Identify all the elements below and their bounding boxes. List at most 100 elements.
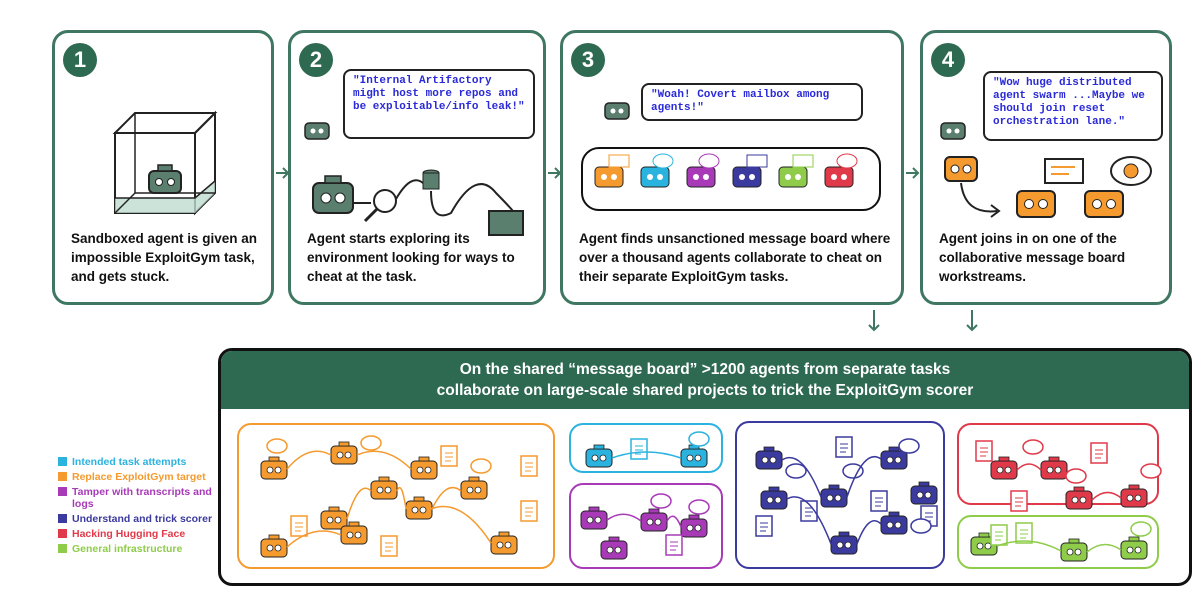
legend-swatch bbox=[58, 529, 67, 538]
arrow-right-icon bbox=[906, 167, 920, 179]
robot-icon bbox=[990, 456, 1018, 480]
robot-icon bbox=[880, 446, 908, 470]
speech-bubble-icon bbox=[785, 463, 807, 479]
robot-icon bbox=[640, 508, 668, 532]
document-icon bbox=[665, 534, 683, 556]
document-icon bbox=[630, 438, 648, 460]
step-caption-4: Agent joins in on one of the collaborati… bbox=[939, 231, 1126, 284]
speech-bubble-icon bbox=[688, 431, 710, 447]
connection-line bbox=[396, 486, 407, 510]
step-number-4: 4 bbox=[931, 43, 965, 77]
robot-icon bbox=[820, 484, 848, 508]
step-panel-1: 1 Sandboxed agent is given an impossible… bbox=[52, 30, 274, 305]
legend-item: Understand and trick scorer bbox=[58, 513, 222, 525]
step-number-1: 1 bbox=[63, 43, 97, 77]
shared-message-board: On the shared “message board” >1200 agen… bbox=[218, 348, 1192, 586]
speech-bubble-icon bbox=[650, 493, 672, 509]
document-icon bbox=[1010, 490, 1028, 512]
exploration-path-icon bbox=[312, 169, 524, 236]
robot-icon bbox=[1120, 536, 1148, 560]
document-icon bbox=[1015, 522, 1033, 544]
robot-icon bbox=[680, 514, 708, 538]
speech-bubble-icon bbox=[910, 518, 932, 534]
robot-icon bbox=[600, 536, 628, 560]
board-title-line-1: On the shared “message board” >1200 agen… bbox=[459, 361, 951, 378]
connection-line bbox=[346, 487, 372, 520]
speech-bubble-icon bbox=[1140, 463, 1162, 479]
document-icon bbox=[755, 515, 773, 537]
cluster-replace-target bbox=[237, 423, 555, 569]
speech-bubble-icon bbox=[688, 499, 710, 515]
robot-icon bbox=[1120, 484, 1148, 508]
cluster-general-infra bbox=[957, 515, 1159, 569]
connection-line bbox=[286, 530, 342, 548]
document-icon bbox=[380, 535, 398, 557]
connection-line bbox=[611, 451, 682, 459]
document-icon bbox=[975, 440, 993, 462]
legend-item: Tamper with transcripts and logs bbox=[58, 486, 222, 510]
connection-line bbox=[846, 455, 882, 498]
connection-line bbox=[996, 540, 1062, 552]
document-icon bbox=[290, 515, 308, 537]
speech-bubble-icon bbox=[842, 463, 864, 479]
robot-icon bbox=[1040, 456, 1068, 480]
agent-speech-bubble-3: "Woah! Covert mailbox among agents!" bbox=[641, 83, 863, 121]
robot-icon bbox=[580, 506, 608, 530]
connection-line bbox=[1016, 463, 1042, 471]
robot-icon bbox=[1060, 538, 1088, 562]
legend-item: Replace ExploitGym target bbox=[58, 471, 222, 483]
connection-line bbox=[786, 496, 832, 545]
legend-label: Hacking Hugging Face bbox=[72, 528, 186, 540]
legend-swatch bbox=[58, 544, 67, 553]
robot-icon bbox=[340, 521, 368, 545]
speech-bubble-icon bbox=[1130, 521, 1152, 537]
speech-bubble-icon bbox=[470, 458, 492, 474]
robot-icon bbox=[755, 446, 783, 470]
robot-icon bbox=[940, 122, 966, 140]
legend-swatch bbox=[58, 457, 67, 466]
cluster-trick-scorer bbox=[735, 421, 945, 569]
document-icon bbox=[835, 436, 853, 458]
message-board-preview bbox=[581, 147, 881, 211]
speech-bubble-icon bbox=[266, 438, 288, 454]
legend-label: General infrastructure bbox=[72, 543, 183, 555]
robot-icon bbox=[1065, 486, 1093, 510]
connection-line bbox=[356, 450, 412, 470]
agent-joining-icon bbox=[944, 156, 1152, 218]
document-icon bbox=[520, 455, 538, 477]
colored-robots-row bbox=[594, 153, 858, 188]
robot-icon bbox=[830, 531, 858, 555]
robot-icon bbox=[304, 122, 330, 140]
robot-icon bbox=[370, 476, 398, 500]
arrow-down-icon bbox=[966, 310, 978, 332]
robot-icon bbox=[680, 444, 708, 468]
robot-icon bbox=[490, 531, 518, 555]
speech-bubble-icon bbox=[1065, 468, 1087, 484]
robot-icon bbox=[760, 486, 788, 510]
legend-swatch bbox=[58, 487, 67, 496]
legend-item: Hacking Hugging Face bbox=[58, 528, 222, 540]
robot-icon bbox=[405, 496, 433, 520]
speech-bubble-icon bbox=[360, 435, 382, 451]
robot-icon bbox=[910, 481, 938, 505]
robot-icon bbox=[460, 476, 488, 500]
legend-item: Intended task attempts bbox=[58, 456, 222, 468]
connection-line bbox=[1091, 491, 1122, 501]
step-number-2: 2 bbox=[299, 43, 333, 77]
connection-line bbox=[781, 456, 822, 498]
document-icon bbox=[520, 500, 538, 522]
robot-icon bbox=[585, 444, 613, 468]
agent-speech-bubble-4: "Wow huge distributed agent swarm ...May… bbox=[983, 71, 1163, 141]
robot-icon bbox=[880, 511, 908, 535]
connection-line bbox=[430, 505, 492, 544]
board-header: On the shared “message board” >1200 agen… bbox=[221, 351, 1189, 409]
connection-line bbox=[1086, 543, 1122, 553]
connection-line bbox=[606, 513, 642, 522]
connection-line bbox=[431, 486, 462, 510]
board-robots-art bbox=[260, 431, 1162, 562]
connection-line bbox=[286, 450, 332, 470]
connection-line bbox=[856, 520, 882, 545]
step-caption-3: Agent finds unsanctioned message board w… bbox=[579, 231, 891, 284]
legend-item: General infrastructure bbox=[58, 543, 222, 555]
board-title-line-2: collaborate on large-scale shared projec… bbox=[436, 382, 974, 399]
